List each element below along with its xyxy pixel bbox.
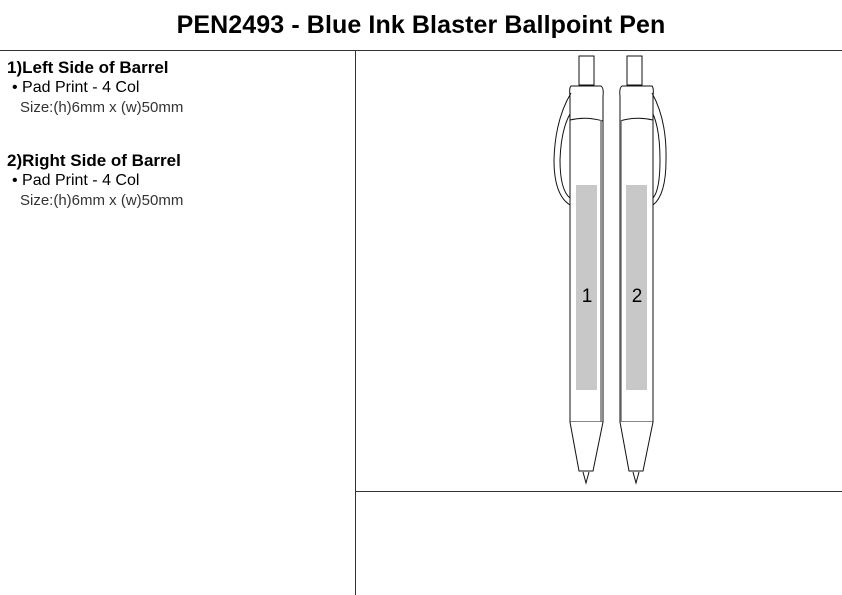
print-position-1: 1)Left Side of Barrel • Pad Print - 4 Co… bbox=[7, 58, 183, 118]
pen-right-view bbox=[619, 55, 667, 485]
print-area-2 bbox=[626, 185, 647, 390]
print-size: Size:(h)6mm x (w)50mm bbox=[20, 99, 184, 116]
print-position-2: 2)Right Side of Barrel • Pad Print - 4 C… bbox=[7, 151, 183, 211]
print-area-1 bbox=[576, 185, 597, 390]
page-title: PEN2493 - Blue Ink Blaster Ballpoint Pen bbox=[176, 11, 666, 39]
column-divider bbox=[355, 50, 356, 595]
image-bottom-divider bbox=[355, 491, 842, 492]
position-heading: 1)Left Side of Barrel bbox=[7, 58, 169, 77]
header-divider bbox=[0, 50, 842, 51]
print-size: Size:(h)6mm x (w)50mm bbox=[20, 192, 184, 209]
print-method: • Pad Print - 4 Col bbox=[12, 79, 140, 96]
position-heading: 2)Right Side of Barrel bbox=[7, 151, 181, 170]
print-area-label-2: 2 bbox=[632, 286, 643, 307]
pen-left-view bbox=[553, 55, 604, 485]
print-area-label-1: 1 bbox=[582, 286, 593, 307]
print-method: • Pad Print - 4 Col bbox=[12, 172, 140, 189]
